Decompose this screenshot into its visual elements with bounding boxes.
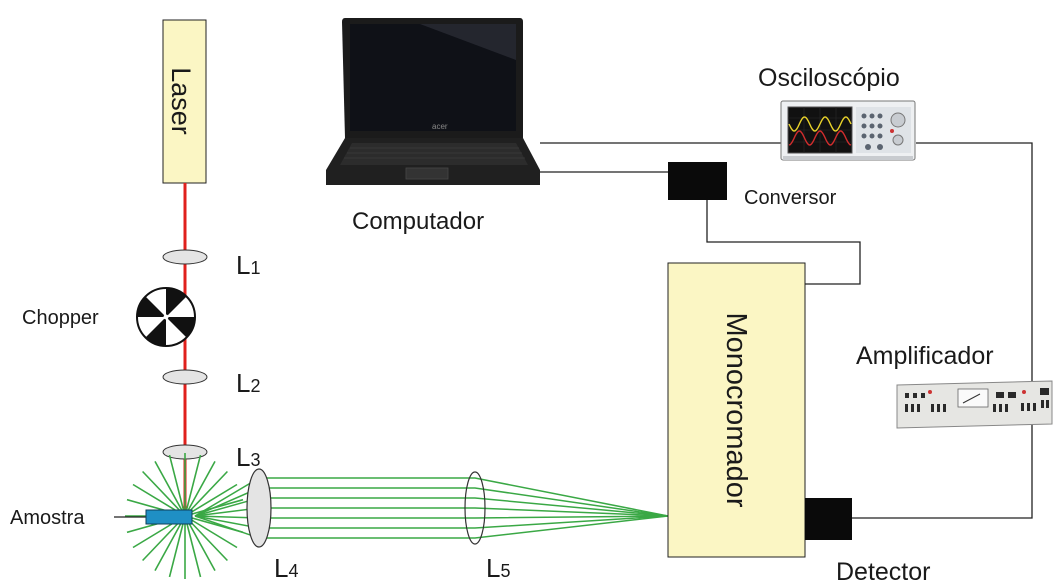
lens-l4-label: L4 [274,553,298,583]
chopper-wheel [136,287,196,347]
amplifier-label: Amplificador [856,342,994,370]
lens-l5 [464,471,486,545]
converter-box [668,162,727,200]
oscilloscope-label: Osciloscópio [758,64,900,92]
computer-label: Computador [352,208,484,235]
lens-l4 [246,468,272,548]
green-beam [194,477,669,539]
sample [145,509,193,525]
converter-label: Conversor [744,187,837,209]
lens-l1 [162,249,208,265]
chopper-label: Chopper [22,307,99,329]
lens-l2 [162,369,208,385]
wire-converter-monochromator [706,200,861,285]
wire-detector-amplifier [852,422,1033,519]
laser-label: Laser [166,67,196,135]
monochromator-label: Monocromador [720,312,752,507]
sample-label: Amostra [10,507,85,529]
connection-wires [540,142,1033,519]
laptop-brand: acer [432,122,448,131]
lens-l5-label: L5 [486,553,510,583]
amplifier [896,380,1053,429]
detector-label: Detector [836,558,930,585]
oscilloscope [780,100,916,161]
lens-l2-label: L2 [236,368,260,398]
lens-l3-label: L3 [236,442,260,472]
wire-oscilloscope-amplifier [916,142,1033,385]
lens-l1-label: L1 [236,250,260,280]
detector-box [805,498,852,540]
laser-box [162,19,207,184]
laptop-computer: acer [326,18,540,185]
monochromator-box [667,262,806,558]
